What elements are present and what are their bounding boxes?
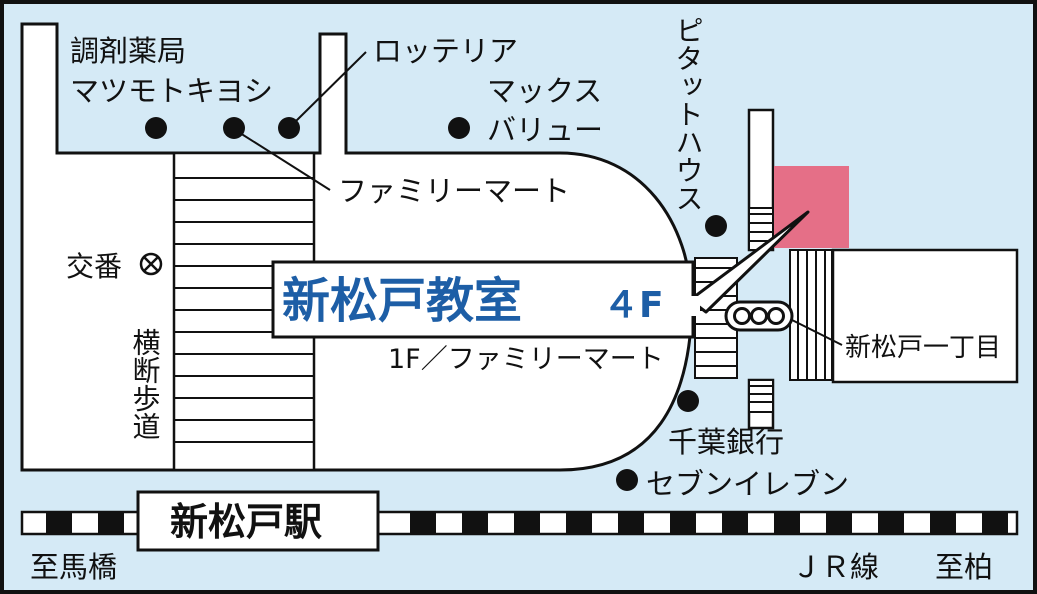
intersection-label: 新松戸一丁目	[845, 333, 1001, 363]
matsukiyo-marker-icon	[223, 117, 245, 139]
station-box	[136, 490, 380, 552]
rail-block	[410, 513, 436, 533]
rail-block	[982, 513, 1008, 533]
rail-block	[566, 513, 592, 533]
lotteria-leader	[294, 51, 367, 123]
maxvalu-label-line2: バリュー	[487, 113, 603, 147]
traffic-light-icon	[724, 300, 794, 332]
maxvalu-label-line1: マックス	[487, 74, 602, 108]
rail-block	[46, 513, 72, 533]
maxvalu-marker-icon	[448, 117, 470, 139]
rail-block	[618, 513, 644, 533]
classroom-floor: ４F	[603, 285, 664, 326]
crosswalk-east	[789, 249, 833, 381]
lotteria-label: ロッテリア	[373, 34, 518, 68]
rail-block	[98, 513, 124, 533]
matsukiyo-label: マツモトキヨシ	[70, 74, 273, 108]
classroom-label-box	[271, 260, 695, 339]
pharmacy-marker-icon	[145, 117, 167, 139]
ground-floor-label: 1F／ファミリーマート	[388, 344, 664, 375]
intersection-leader	[791, 319, 843, 346]
direction-west-label: 至馬橋	[30, 550, 117, 584]
rail-block	[930, 513, 956, 533]
rail-block	[514, 513, 540, 533]
lotteria-marker-icon	[278, 117, 300, 139]
seven-eleven-marker-icon	[616, 469, 638, 491]
classroom-name: 新松戸教室	[282, 273, 522, 329]
rail-block	[774, 513, 800, 533]
chiba-bank-label: 千葉銀行	[668, 425, 784, 459]
pharmacy-label: 調剤薬局	[70, 34, 186, 68]
east-block	[831, 248, 1019, 384]
police-box-label: 交番	[66, 250, 122, 283]
overpass-label: 横断歩道	[129, 328, 162, 440]
rail-block	[878, 513, 904, 533]
rail-block	[826, 513, 852, 533]
rail-block	[462, 513, 488, 533]
police-box-icon	[139, 252, 163, 276]
familymart-label: ファミリーマート	[338, 174, 570, 208]
crosswalk-south	[748, 379, 774, 413]
direction-east-label: 至柏	[935, 550, 993, 584]
railway-label: ＪＲ線	[792, 550, 879, 584]
chiba-bank-marker-icon	[677, 390, 699, 412]
familymart-leader	[239, 132, 331, 191]
pizzahut-label: ピタットハウス	[672, 16, 705, 212]
rail-block	[670, 513, 696, 533]
rail-block	[722, 513, 748, 533]
pizzahut-marker-icon	[705, 215, 727, 237]
station-name: 新松戸駅	[170, 500, 322, 544]
seven-eleven-label: セブンイレブン	[646, 467, 849, 501]
